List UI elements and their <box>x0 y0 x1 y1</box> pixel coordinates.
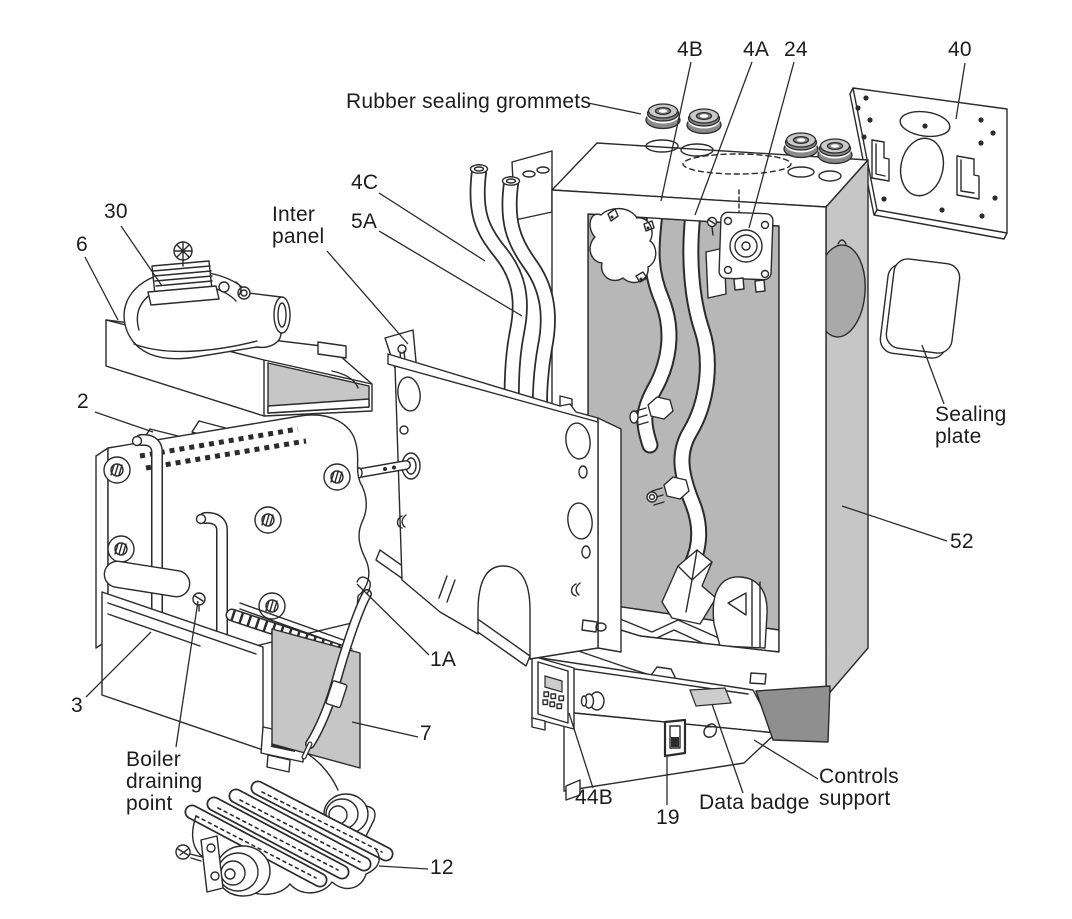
label-3: 3 <box>71 694 83 717</box>
leader-4a <box>694 61 753 216</box>
label-24: 24 <box>784 38 808 61</box>
grommet-icon <box>686 108 722 135</box>
label-5a: 5A <box>351 210 378 233</box>
fan-assembly-30 <box>123 241 291 360</box>
label-sealing-plate: Sealing plate <box>935 403 1007 448</box>
leader-2 <box>94 411 154 433</box>
control-panel-44b <box>531 655 605 731</box>
right-flange <box>597 417 622 653</box>
burner-assembly-12 <box>175 780 394 897</box>
bosses <box>103 456 351 620</box>
label-7: 7 <box>420 722 432 745</box>
grommet-icon <box>645 103 681 130</box>
leader-grommets <box>587 102 642 115</box>
hook-cutout <box>703 723 718 738</box>
pressure-switch-24 <box>705 189 774 299</box>
insulation-panel-7 <box>271 576 372 769</box>
leader-5a <box>378 230 523 317</box>
label-controls-support: Controls support <box>819 765 899 810</box>
grommet-icon <box>783 132 819 159</box>
leader-lines <box>84 61 966 870</box>
leader-6 <box>84 256 119 321</box>
grommet-icon <box>817 138 853 165</box>
leader-inter-panel <box>326 250 409 345</box>
rubber-grommets <box>645 103 853 165</box>
display <box>544 675 563 693</box>
leader-52 <box>841 505 948 542</box>
label-4b: 4B <box>677 38 704 61</box>
leader-1a <box>356 583 430 656</box>
leader-4c <box>378 192 486 262</box>
box-right-face <box>825 159 869 698</box>
leader-44b <box>568 712 594 789</box>
label-6: 6 <box>76 233 88 256</box>
leader-3 <box>85 631 152 698</box>
union-nut <box>647 396 674 420</box>
leader-controls-support <box>753 739 819 780</box>
label-40: 40 <box>948 38 972 61</box>
data-badge-plate <box>689 687 732 707</box>
label-12: 12 <box>430 856 454 879</box>
leader-sealing-plate <box>921 344 945 405</box>
wiring-harness <box>589 207 657 284</box>
panel-face <box>394 365 599 660</box>
union-nut <box>663 476 690 500</box>
leader-4b <box>660 61 692 202</box>
screw-holes <box>855 95 998 219</box>
label-19: 19 <box>656 806 680 829</box>
leader-draining-point <box>175 600 199 748</box>
controls-support-tray <box>531 655 777 801</box>
label-boiler-draining-point: Boiler draining point <box>126 748 203 815</box>
label-rubber-sealing-grommets: Rubber sealing grommets <box>346 90 592 113</box>
label-44b: 44B <box>575 786 613 809</box>
heat-exchanger-1a <box>95 414 370 791</box>
sealing-plate-40 <box>849 87 1008 240</box>
label-4c: 4C <box>351 171 379 194</box>
combustion-box-52 <box>511 103 869 705</box>
label-2: 2 <box>77 390 89 413</box>
leader-24 <box>748 61 795 229</box>
leader-7 <box>351 721 419 738</box>
leader-12 <box>378 865 429 870</box>
label-30: 30 <box>104 200 128 223</box>
label-inter-panel: Inter panel <box>272 203 325 248</box>
leader-data-badge <box>711 703 744 794</box>
label-data-badge: Data badge <box>699 791 810 814</box>
inter-panel <box>355 329 622 667</box>
label-1a: 1A <box>430 648 457 671</box>
label-4a: 4A <box>743 38 770 61</box>
leader-30 <box>120 225 163 287</box>
label-52: 52 <box>950 530 974 553</box>
warning-triangle-icon <box>727 592 747 616</box>
sealing-plate-small <box>879 258 961 359</box>
leader-40 <box>955 62 966 120</box>
injector-assembly <box>661 549 768 649</box>
box-pedestal <box>755 685 831 743</box>
